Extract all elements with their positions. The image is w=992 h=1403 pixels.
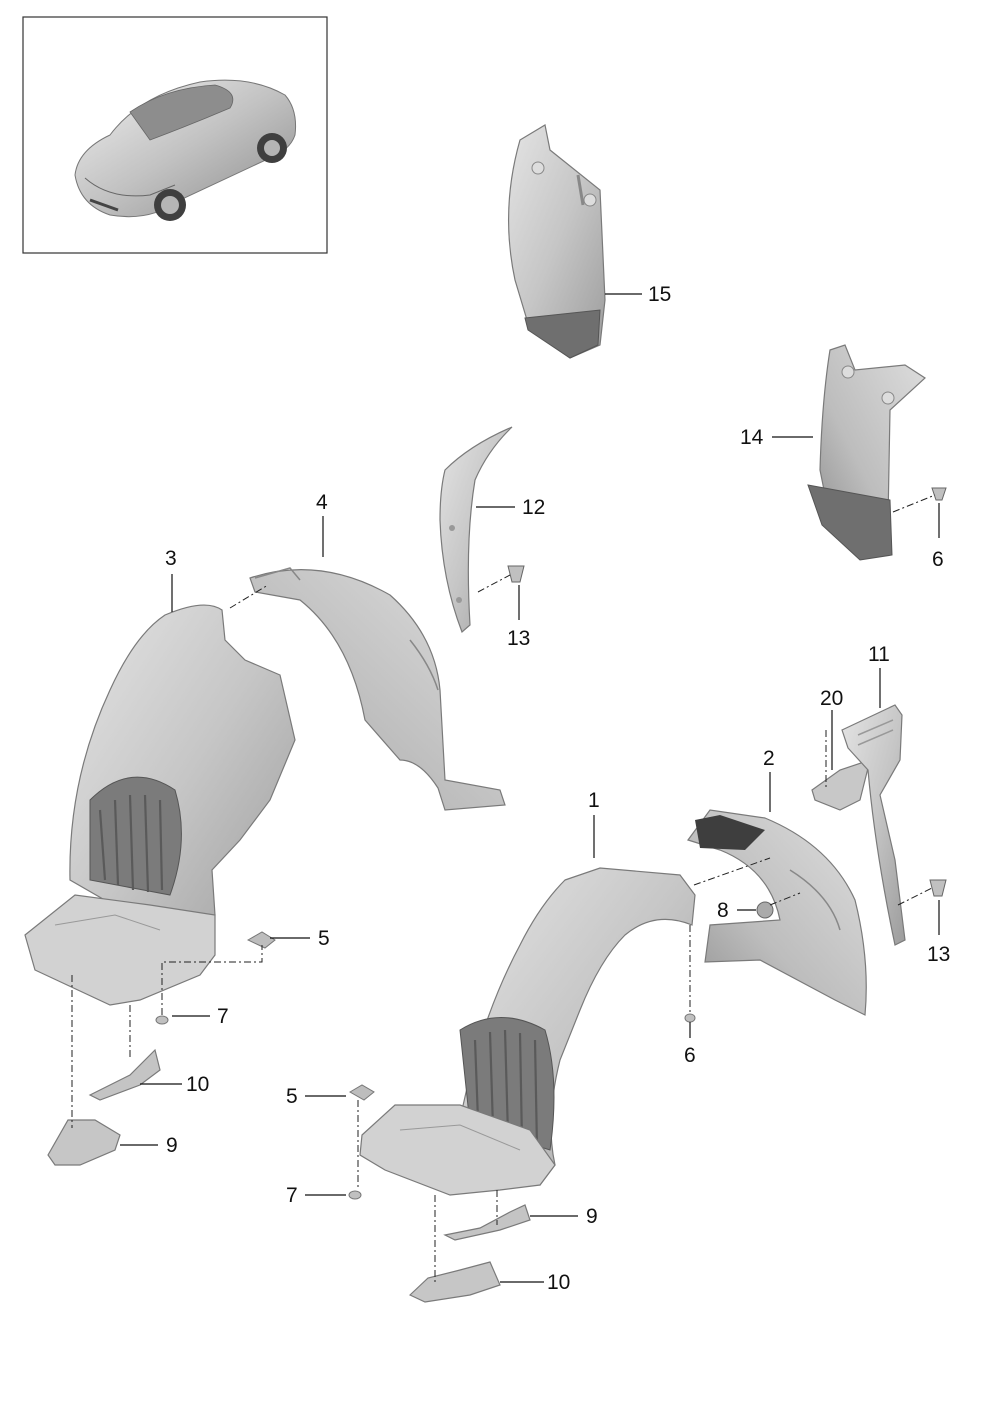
part-5-clip-left bbox=[246, 931, 276, 949]
callout-7-left: 7 bbox=[217, 1005, 229, 1028]
assembly-lines bbox=[71, 494, 936, 1285]
callout-9-right: 9 bbox=[586, 1205, 598, 1228]
callout-12: 12 bbox=[522, 496, 545, 519]
callout-2: 2 bbox=[763, 747, 775, 770]
vehicle-thumbnail bbox=[22, 16, 328, 254]
callout-20: 20 bbox=[820, 687, 843, 710]
part-2-wheelhouse-liner bbox=[687, 809, 867, 1016]
part-6-clip-upper bbox=[931, 487, 947, 501]
callout-6-upper: 6 bbox=[932, 548, 944, 571]
callout-8: 8 bbox=[717, 899, 729, 922]
part-9-cover-right bbox=[443, 1204, 531, 1241]
callout-11: 11 bbox=[868, 643, 890, 666]
duct-grille-3 bbox=[89, 776, 182, 896]
part-5-clip-right bbox=[349, 1084, 375, 1101]
callout-5-right: 5 bbox=[286, 1085, 298, 1108]
callout-1: 1 bbox=[588, 789, 600, 812]
leader-lines bbox=[120, 293, 940, 1283]
part-9-cover-left bbox=[47, 1119, 121, 1166]
part-10-cover-left bbox=[88, 1048, 161, 1101]
callout-4: 4 bbox=[316, 491, 328, 514]
part-12-trim-strip bbox=[439, 426, 513, 634]
part-11-trim-strip bbox=[841, 704, 906, 946]
part-7-screw-left bbox=[155, 1015, 169, 1025]
callout-5-left: 5 bbox=[318, 927, 330, 950]
part-14-wheelhouse-liner-section bbox=[807, 344, 926, 561]
callout-9-left: 9 bbox=[166, 1134, 178, 1157]
part-6-clip-lower bbox=[684, 1013, 696, 1023]
part-20-bracket bbox=[811, 759, 871, 811]
callout-6-lower: 6 bbox=[684, 1044, 696, 1067]
part-4-wheelhouse-liner bbox=[249, 567, 506, 811]
part-13-clip-upper bbox=[507, 565, 525, 583]
callout-15: 15 bbox=[648, 283, 671, 306]
callout-14: 14 bbox=[740, 426, 764, 449]
car-illustration bbox=[74, 79, 296, 221]
part-3-wheelhouse-liner-front bbox=[24, 604, 296, 1006]
callout-labels: 15 14 12 4 3 6 13 11 20 2 1 8 13 6 5 7 1… bbox=[165, 283, 950, 1294]
callout-10-left: 10 bbox=[186, 1073, 209, 1096]
callout-7-right: 7 bbox=[286, 1184, 298, 1207]
callout-13-lower: 13 bbox=[927, 943, 950, 966]
part-10-cover-right bbox=[408, 1261, 501, 1303]
callout-3: 3 bbox=[165, 547, 177, 570]
callout-10-right: 10 bbox=[547, 1271, 570, 1294]
part-15-wheelhouse-liner-section bbox=[507, 124, 606, 359]
callout-13-upper: 13 bbox=[507, 627, 530, 650]
part-1-wheelhouse-liner-front bbox=[359, 867, 696, 1196]
part-8-nut bbox=[756, 901, 774, 919]
part-7-screw-right bbox=[348, 1190, 362, 1200]
part-13-clip-lower bbox=[929, 879, 947, 897]
